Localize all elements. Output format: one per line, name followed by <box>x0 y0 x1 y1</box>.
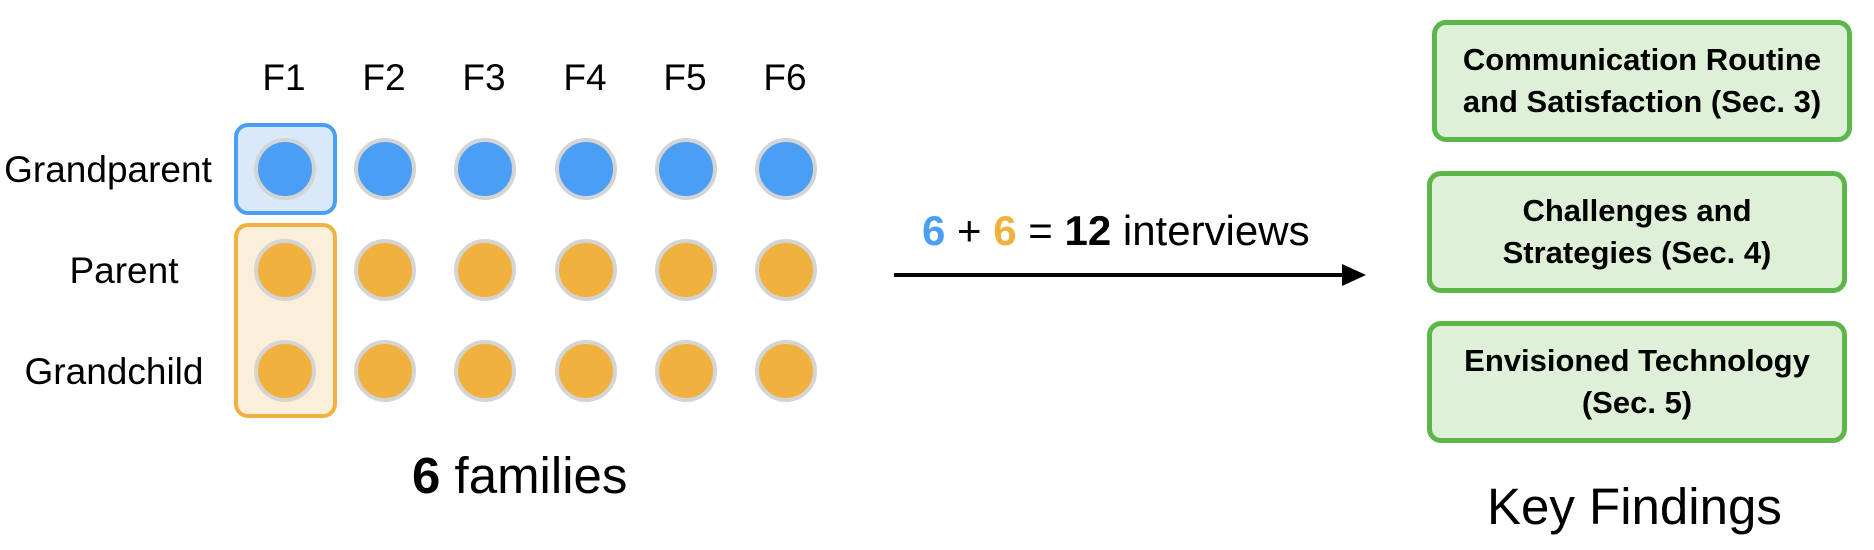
interviews-label: interviews <box>1111 207 1310 254</box>
families-caption: 6 families <box>412 446 627 505</box>
column-label-f5: F5 <box>663 57 707 98</box>
equals-sign: = <box>1016 207 1065 254</box>
parent-interview-count: 6 <box>993 207 1017 254</box>
row-label-grandparent: Grandparent <box>4 149 212 190</box>
grandchild-dot-f4 <box>555 340 617 402</box>
finding-box-communication: Communication Routine and Satisfaction (… <box>1432 20 1852 142</box>
parent-dot-f3 <box>454 239 516 301</box>
grandparent-dot-f4 <box>555 138 617 200</box>
grandparent-dot-f2 <box>354 138 416 200</box>
grandparent-dot-f6 <box>755 138 817 200</box>
interview-equation: 6 + 6 = 12 interviews <box>922 207 1310 255</box>
row-label-grandchild: Grandchild <box>24 351 204 392</box>
grandparent-dot-f3 <box>454 138 516 200</box>
column-label-f2: F2 <box>362 57 406 98</box>
families-caption-text: families <box>440 447 628 504</box>
column-label-f4: F4 <box>563 57 607 98</box>
parent-dot-f4 <box>555 239 617 301</box>
column-label-f6: F6 <box>763 57 807 98</box>
plus-sign: + <box>945 207 994 254</box>
row-label-parent: Parent <box>69 250 179 291</box>
parent-dot-f1 <box>254 239 316 301</box>
grandparent-interview-count: 6 <box>922 207 946 254</box>
families-count: 6 <box>412 447 441 504</box>
total-interview-count: 12 <box>1064 207 1112 254</box>
column-label-f3: F3 <box>462 57 506 98</box>
grandchild-dot-f3 <box>454 340 516 402</box>
grandchild-dot-f5 <box>655 340 717 402</box>
finding-label-challenges: Challenges and Strategies (Sec. 4) <box>1502 193 1772 270</box>
grandchild-dot-f1 <box>254 340 316 402</box>
column-label-f1: F1 <box>262 57 306 98</box>
arrow-icon <box>894 264 1366 286</box>
parent-dot-f2 <box>354 239 416 301</box>
grandparent-dot-f5 <box>655 138 717 200</box>
grandchild-dot-f6 <box>755 340 817 402</box>
parent-dot-f5 <box>655 239 717 301</box>
grandchild-dot-f2 <box>354 340 416 402</box>
finding-box-challenges: Challenges and Strategies (Sec. 4) <box>1427 171 1847 293</box>
finding-box-technology: Envisioned Technology (Sec. 5) <box>1427 321 1847 443</box>
finding-label-technology: Envisioned Technology (Sec. 5) <box>1464 343 1810 420</box>
key-findings-title: Key Findings <box>1487 478 1782 535</box>
grandparent-dot-f1 <box>254 138 316 200</box>
finding-label-communication: Communication Routine and Satisfaction (… <box>1462 42 1822 119</box>
parent-dot-f6 <box>755 239 817 301</box>
